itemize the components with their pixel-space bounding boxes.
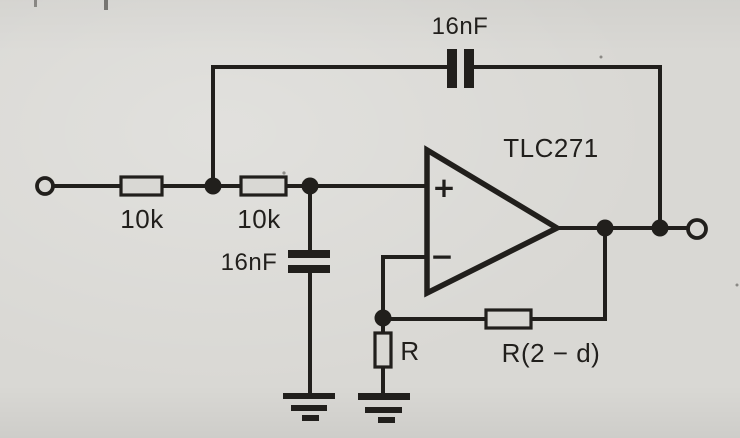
label-resistor-ground: R xyxy=(400,336,419,366)
output-terminal xyxy=(686,218,708,240)
junction-nodeC xyxy=(374,309,392,327)
junction-output-toprail xyxy=(651,219,669,237)
opamp-minus-sign: − xyxy=(430,240,453,273)
capacitor-feedback xyxy=(447,49,474,88)
scan-artifact xyxy=(34,0,37,7)
junction-nodeB xyxy=(301,177,319,195)
label-capacitor-feedback: 16nF xyxy=(432,13,489,40)
scan-artifact xyxy=(735,283,739,287)
resistor-ground xyxy=(373,331,393,369)
junction-output-feedback xyxy=(596,219,614,237)
resistor-feedback xyxy=(484,308,533,330)
resistor-input1 xyxy=(119,175,164,197)
scan-artifact xyxy=(104,0,108,10)
label-capacitor-shunt: 16nF xyxy=(221,249,278,276)
label-resistor-input1: 10k xyxy=(120,204,164,234)
ground-gain-resistor xyxy=(358,393,410,423)
junction-nodeA xyxy=(204,177,222,195)
scan-artifact xyxy=(282,171,286,175)
scan-artifact xyxy=(599,55,603,59)
input-terminal xyxy=(35,176,55,196)
ground-shunt-capacitor xyxy=(283,393,335,421)
capacitor-shunt xyxy=(288,250,330,273)
opamp-plus-sign: + xyxy=(432,171,455,204)
opamp-triangle xyxy=(424,145,563,298)
resistor-input2 xyxy=(239,175,288,197)
label-resistor-feedback: R(2 − d) xyxy=(502,338,601,368)
label-opamp-part: TLC271 xyxy=(503,133,599,163)
label-resistor-input2: 10k xyxy=(237,204,281,234)
